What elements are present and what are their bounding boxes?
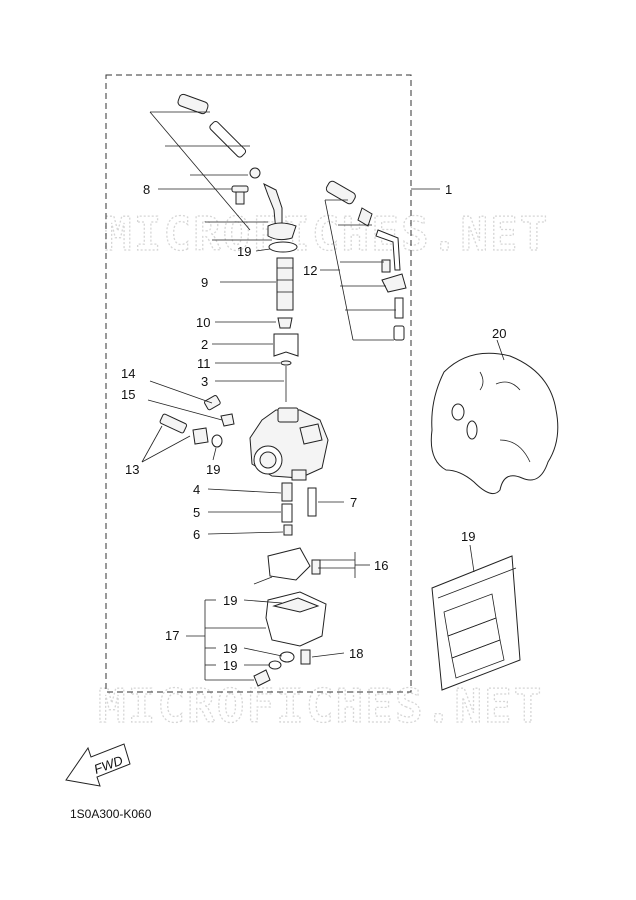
callout-1: 1 (445, 182, 452, 197)
callout-19-bowl-c: 19 (223, 658, 237, 673)
watermark-bottom: MICROFICHES.NET (98, 679, 543, 733)
callout-11: 11 (197, 356, 211, 371)
carburetor-body (249, 407, 329, 481)
callout-12: 12 (303, 263, 317, 278)
callout-8: 8 (143, 182, 150, 197)
callout-19-mid: 19 (206, 462, 220, 477)
float-bowl-parts (186, 591, 345, 687)
callout-20: 20 (492, 326, 506, 341)
diagram-code: 1S0A300-K060 (70, 807, 152, 821)
callout-9: 9 (201, 275, 208, 290)
cover-part-20 (430, 339, 559, 495)
callout-19-bag: 19 (461, 529, 475, 544)
assembly-boundary (105, 74, 412, 693)
callout-18: 18 (349, 646, 363, 661)
float-parts (253, 547, 370, 585)
forward-direction-arrow: FWD (65, 743, 131, 787)
callout-16: 16 (374, 558, 388, 573)
callout-4: 4 (193, 482, 200, 497)
callout-6: 6 (193, 527, 200, 542)
jet-parts (207, 482, 344, 536)
callout-7: 7 (350, 495, 357, 510)
callout-10: 10 (196, 315, 210, 330)
watermark-top: MICROFICHES.NET (104, 207, 549, 261)
callout-2: 2 (201, 337, 208, 352)
callout-14: 14 (121, 366, 135, 381)
callout-17: 17 (165, 628, 179, 643)
throttle-cable-group-right (320, 180, 407, 341)
carburetor-internal-parts (212, 257, 299, 402)
callout-3: 3 (201, 374, 208, 389)
callout-5: 5 (193, 505, 200, 520)
callout-13: 13 (125, 462, 139, 477)
gasket-kit-bag (431, 544, 521, 691)
idle-screw-parts (141, 380, 235, 463)
callout-19-bowl-a: 19 (223, 593, 237, 608)
callout-15: 15 (121, 387, 135, 402)
callout-19-bowl-b: 19 (223, 641, 237, 656)
throttle-cable-group-left (149, 93, 298, 253)
callout-19-top: 19 (237, 244, 251, 259)
